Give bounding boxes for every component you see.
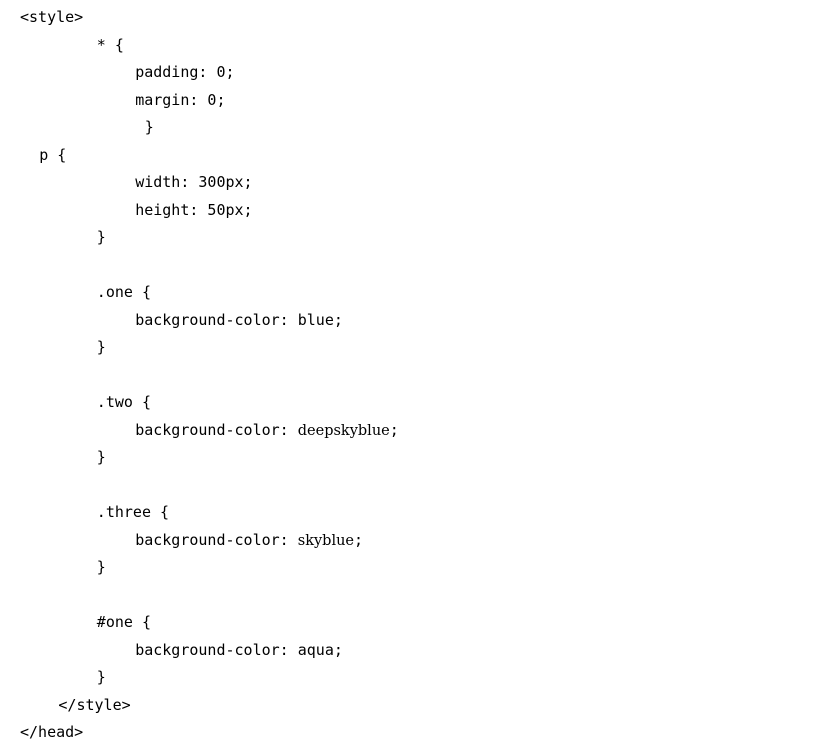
- code-line: #one {: [97, 609, 151, 637]
- code-text: margin: 0;: [135, 90, 226, 109]
- code-line: }: [97, 334, 106, 362]
- code-line: width: 300px;: [135, 169, 252, 197]
- code-text: background-color:: [135, 530, 298, 549]
- code-text: * {: [96, 35, 124, 54]
- code-text: .two {: [96, 393, 151, 411]
- code-text: padding: 0;: [135, 63, 235, 81]
- code-text: }: [96, 338, 106, 356]
- code-line: </style>: [58, 692, 130, 720]
- code-line: </head>: [20, 719, 83, 747]
- code-punctuation: ;: [354, 530, 364, 549]
- code-line: <style>: [20, 4, 83, 32]
- code-line: margin: 0;: [135, 87, 225, 115]
- code-line: background-color: deepskyblue;: [135, 417, 399, 445]
- code-line: }: [97, 664, 106, 692]
- code-line: }: [145, 114, 154, 142]
- code-text: background-color: aqua;: [135, 640, 343, 659]
- code-line: * {: [97, 32, 124, 60]
- code-line: }: [97, 554, 106, 582]
- code-text: height: 50px;: [135, 200, 253, 219]
- code-text: p {: [39, 145, 67, 164]
- code-punctuation: ;: [389, 420, 399, 439]
- code-line: height: 50px;: [135, 197, 252, 225]
- code-value: skyblue: [297, 532, 355, 549]
- code-view: <style> * { padding: 0; margin: 0;} p { width…: [0, 4, 818, 747]
- code-line: .one {: [97, 279, 151, 307]
- code-text: background-color:: [135, 420, 298, 439]
- code-text: }: [96, 668, 106, 686]
- code-line: .two {: [97, 389, 151, 417]
- code-line: .three {: [97, 499, 169, 527]
- code-text: #one {: [96, 613, 151, 631]
- code-text: }: [96, 228, 106, 246]
- code-line: }: [97, 444, 106, 472]
- code-text: }: [96, 448, 106, 466]
- code-line: background-color: blue;: [135, 307, 343, 335]
- code-line: background-color: skyblue;: [135, 527, 363, 555]
- code-text: width: 300px;: [135, 173, 253, 191]
- code-text: </style>: [58, 695, 131, 714]
- code-text: .three {: [96, 503, 170, 521]
- code-value: deepskyblue: [297, 422, 390, 439]
- code-line: padding: 0;: [135, 59, 234, 87]
- code-line: }: [97, 224, 106, 252]
- code-text: </head>: [20, 723, 84, 741]
- code-text: <style>: [20, 8, 84, 26]
- code-text: .one {: [96, 283, 151, 301]
- code-text: background-color: blue;: [135, 310, 343, 329]
- code-text: }: [96, 558, 106, 576]
- code-text: }: [144, 118, 154, 136]
- code-line: p {: [39, 142, 66, 170]
- code-line: background-color: aqua;: [135, 637, 343, 665]
